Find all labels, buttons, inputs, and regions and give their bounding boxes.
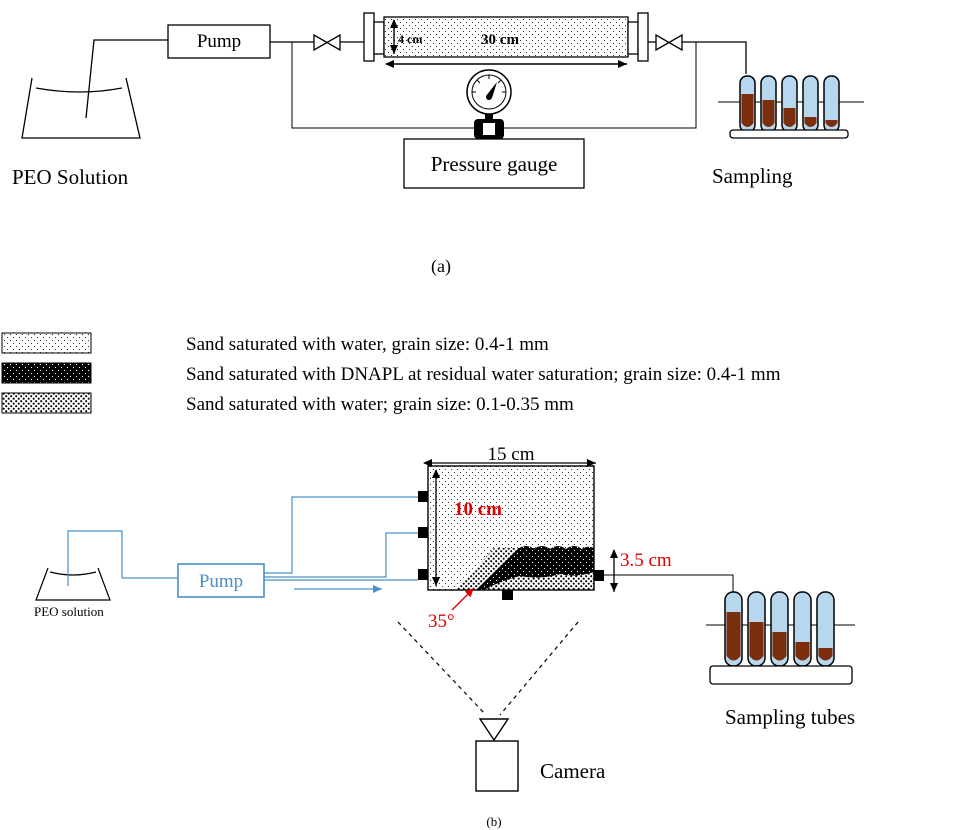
pump-label-b: Pump xyxy=(199,571,243,592)
column-diameter-label: 4 cm xyxy=(398,32,422,46)
sampling-tube xyxy=(816,591,835,667)
legend-label: Sand saturated with water, grain size: 0… xyxy=(186,334,549,355)
bottom-port xyxy=(502,590,513,600)
pump-box-b xyxy=(177,563,265,598)
legend-item: Sand saturated with water, grain size: 0… xyxy=(1,332,549,355)
column-body xyxy=(383,16,629,58)
sand-column-a: 4 cm 30 cm xyxy=(363,12,649,68)
sampling-tube xyxy=(802,75,819,133)
pressure-line-left xyxy=(291,42,474,129)
pressure-gauge-label: Pressure gauge xyxy=(431,152,558,176)
legend-swatch-dnapl xyxy=(1,362,92,384)
sampling-tube xyxy=(739,75,756,133)
outlet-port xyxy=(594,570,604,581)
panel-a: Pump 4 cm 30 cm xyxy=(12,12,864,277)
legend-swatch-water-fine xyxy=(1,392,92,414)
intake-tube-b xyxy=(67,530,178,586)
column-flange-right xyxy=(637,12,649,62)
inlet-port xyxy=(418,569,428,580)
source-label-a: PEO Solution xyxy=(12,165,129,189)
pressure-gauge-box xyxy=(403,138,585,189)
sampling-rack-b xyxy=(706,591,855,685)
legend-item: Sand saturated with DNAPL at residual wa… xyxy=(1,362,781,385)
sand-box-b xyxy=(427,465,604,600)
legend-label: Sand saturated with DNAPL at residual wa… xyxy=(186,364,781,385)
sampling-tube xyxy=(747,591,766,667)
sampling-label-a: Sampling xyxy=(712,164,793,188)
panel-b: Pump 15 cm 10 cm 3.5 cm xyxy=(34,444,855,829)
legend: Sand saturated with water, grain size: 0… xyxy=(1,332,781,415)
sampling-rack-a xyxy=(718,75,864,139)
angle-arrow xyxy=(451,587,475,611)
height-label: 10 cm xyxy=(454,499,502,520)
sampling-tube xyxy=(770,591,789,667)
outlet-tube-a xyxy=(682,41,747,74)
pressure-gauge-icon xyxy=(466,69,512,139)
angle-label: 35° xyxy=(428,611,455,632)
pressure-line-right xyxy=(504,42,697,129)
width-label: 15 cm xyxy=(488,444,535,465)
sampling-tube xyxy=(724,591,743,667)
sampling-tube xyxy=(793,591,812,667)
sampling-label-b: Sampling tubes xyxy=(725,705,855,729)
camera-label: Camera xyxy=(540,759,606,783)
camera-icon xyxy=(475,718,519,792)
peo-beaker-b xyxy=(35,567,111,601)
legend-swatch-water-coarse xyxy=(1,332,92,354)
column-length-label: 30 cm xyxy=(481,32,519,48)
camera-view-line xyxy=(397,621,487,716)
peo-beaker-a xyxy=(21,77,141,139)
legend-label: Sand saturated with water; grain size: 0… xyxy=(186,394,574,415)
inlet-port xyxy=(418,491,428,502)
sampling-tube xyxy=(781,75,798,133)
dnapl-zone xyxy=(476,546,594,590)
camera-view-line xyxy=(499,621,579,716)
column-flange-left xyxy=(363,12,375,62)
inlet-port xyxy=(418,527,428,538)
caption-a: (a) xyxy=(431,256,451,277)
pump-box-a xyxy=(167,24,271,59)
caption-b: (b) xyxy=(486,814,501,829)
pump-label-a: Pump xyxy=(197,31,241,52)
intake-tube-a xyxy=(85,39,168,119)
inlet-valve-a xyxy=(313,33,341,52)
outlet-valve-a xyxy=(655,33,683,52)
sampling-tube xyxy=(823,75,840,133)
feed-line-top xyxy=(264,496,418,574)
legend-item: Sand saturated with water; grain size: 0… xyxy=(1,392,574,415)
layer-label: 3.5 cm xyxy=(620,550,672,571)
feed-line-middle xyxy=(264,532,418,578)
outlet-line-b xyxy=(604,574,734,596)
source-label-b: PEO solution xyxy=(34,604,104,619)
sampling-tube xyxy=(760,75,777,133)
